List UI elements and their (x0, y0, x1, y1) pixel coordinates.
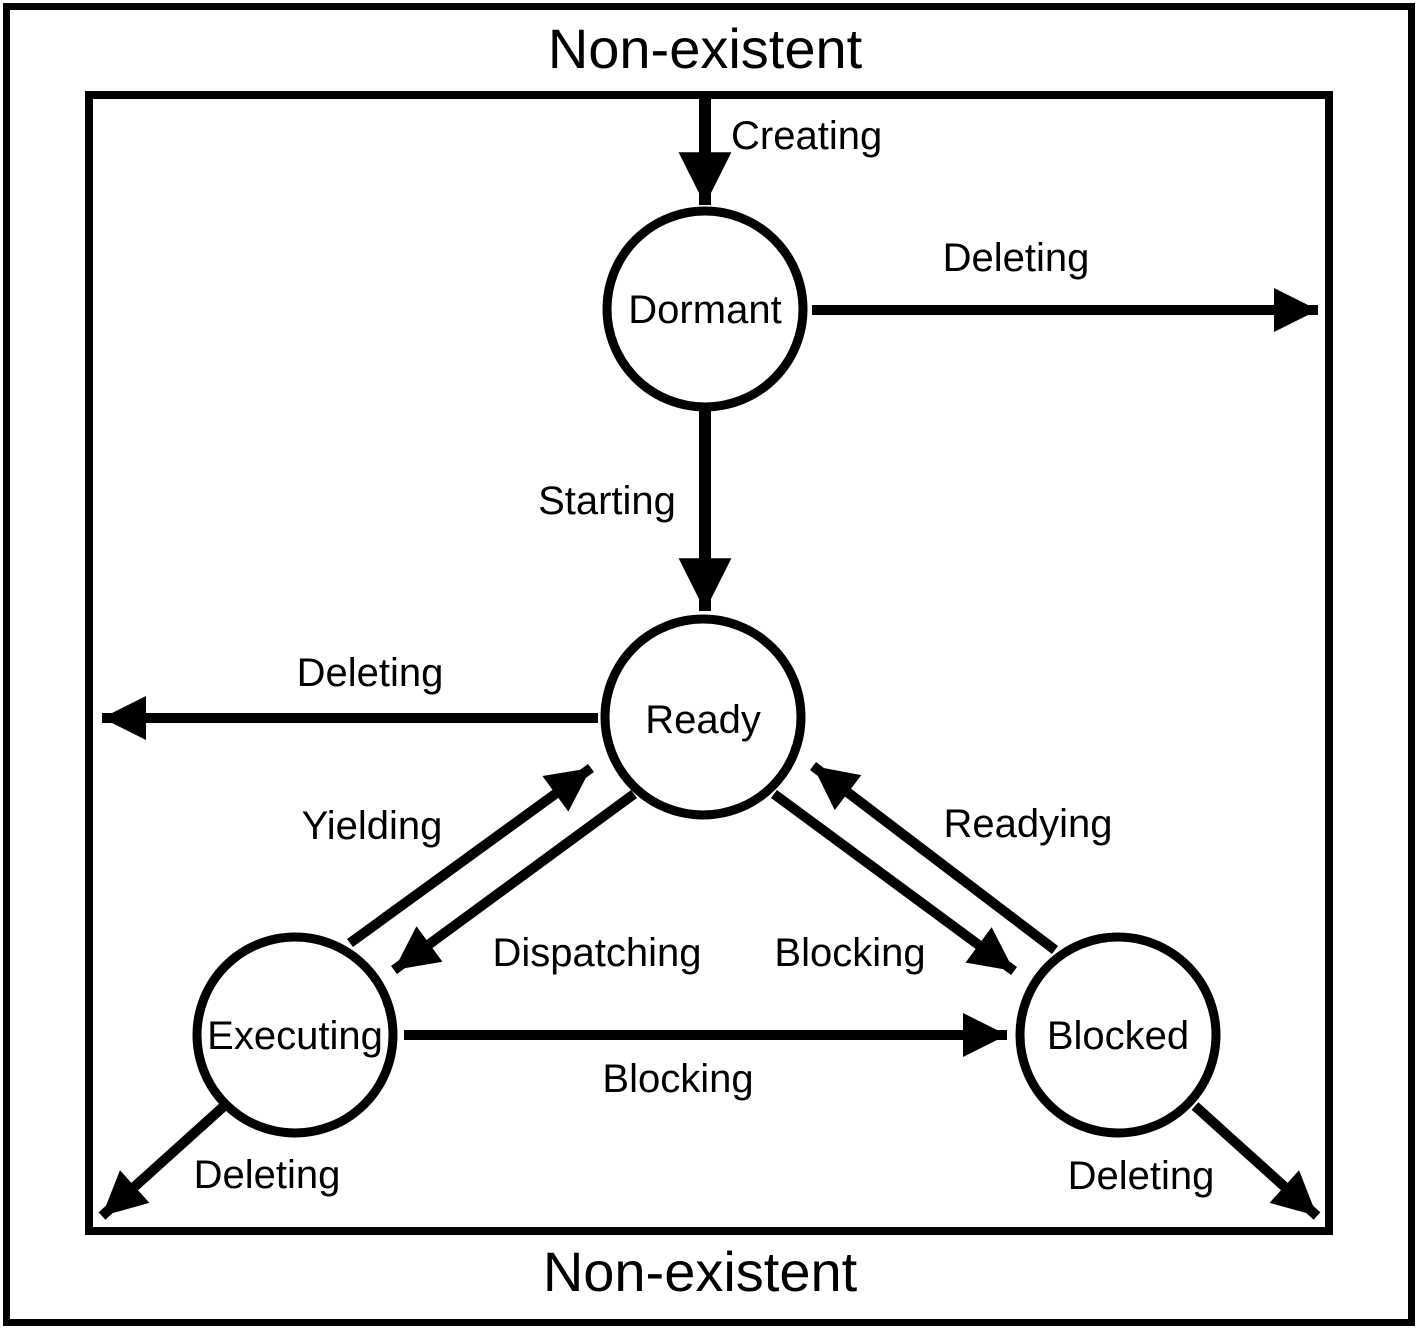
transition-label-readying: Readying (943, 802, 1112, 846)
transition-label-starting: Starting (538, 479, 676, 523)
transition-arrow-deleting-blocked (1191, 1102, 1321, 1220)
transition-arrow-deleting-executing (98, 1103, 227, 1220)
transition-arrow-dispatching (391, 789, 637, 975)
transition-label-deleting-ready: Deleting (297, 651, 444, 695)
state-circle-executing (192, 932, 398, 1138)
system-boundary (85, 91, 1333, 1235)
transition-label-yielding: Yielding (302, 804, 443, 848)
state-circle-ready (600, 614, 806, 820)
outer-border (3, 3, 1415, 1326)
state-label-ready: Ready (645, 698, 761, 742)
transition-label-blocking-executing: Blocking (602, 1057, 753, 1101)
non-existent-title-bottom: Non-existent (543, 1240, 858, 1303)
transition-label-dispatching: Dispatching (492, 931, 701, 975)
state-label-executing: Executing (207, 1014, 383, 1058)
non-existent-title-top: Non-existent (548, 17, 863, 80)
transition-label-deleting-dormant: Deleting (943, 236, 1090, 280)
state-label-blocked: Blocked (1047, 1014, 1189, 1058)
transition-label-deleting-executing: Deleting (194, 1153, 341, 1197)
state-circle-dormant (602, 206, 808, 412)
transition-arrow-readying (809, 762, 1059, 954)
transition-label-creating: Creating (731, 114, 882, 158)
state-circle-blocked (1015, 932, 1221, 1138)
transition-label-deleting-blocked: Deleting (1068, 1154, 1215, 1198)
transition-arrow-yielding (347, 763, 594, 948)
transition-label-blocking-ready: Blocking (774, 931, 925, 975)
state-label-dormant: Dormant (628, 288, 781, 332)
transition-arrow-blocking-ready (771, 789, 1017, 976)
